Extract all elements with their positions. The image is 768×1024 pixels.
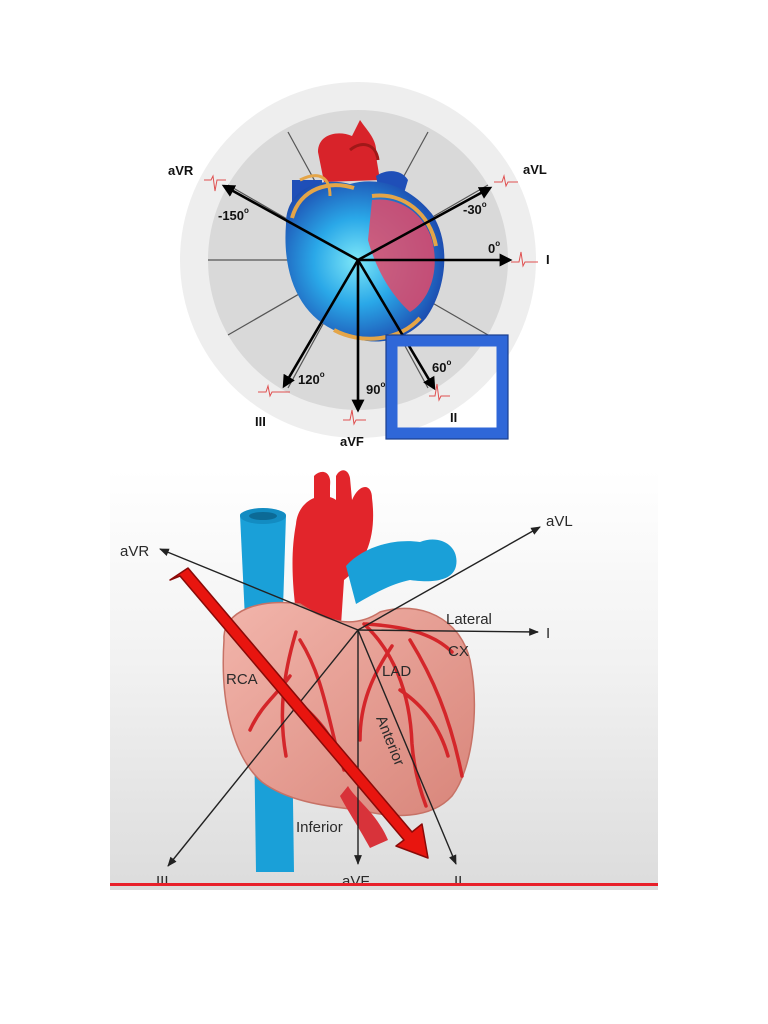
vector-avl xyxy=(357,186,493,262)
heart-illustration-top xyxy=(285,120,445,342)
bottom-anatomical-diagram: Lateral CX RCA LAD Anterior Inferior aVR… xyxy=(110,470,658,890)
ecg-ii xyxy=(429,383,450,402)
ecg-iii xyxy=(258,384,290,398)
bottom-lead-label-avl: aVL xyxy=(546,513,573,530)
vector-avr xyxy=(221,184,359,262)
axis-avl xyxy=(357,526,541,631)
region-label-rca: RCA xyxy=(226,671,258,688)
bottom-red-baseline xyxy=(110,883,658,886)
lead-vectors xyxy=(221,184,513,413)
region-label-inferior: Inferior xyxy=(296,819,343,836)
great-vessels xyxy=(240,470,457,872)
lead-label-avf: aVF xyxy=(340,434,364,449)
axis-ii xyxy=(357,629,457,865)
lead-ii-highlight-box xyxy=(386,335,508,439)
lead-label-ii: II xyxy=(450,410,457,425)
lead-label-avl: aVL xyxy=(523,162,547,177)
lead-label-iii: III xyxy=(255,414,266,429)
angle-label-avr: -150o xyxy=(218,206,249,223)
angle-label-ii: 60o xyxy=(432,358,451,375)
bottom-lead-label-avf: aVF xyxy=(342,873,370,890)
ecg-avr xyxy=(204,174,226,192)
vector-ii xyxy=(356,259,436,391)
ecg-avf xyxy=(343,409,366,426)
ecg-avl xyxy=(494,174,518,188)
top-hexaxial-diagram: aVR aVL I II III aVF -150o -30o 0o 60o 9… xyxy=(168,82,550,449)
lead-label-i: I xyxy=(546,252,550,267)
lower-vessel xyxy=(340,786,388,848)
axis-iii xyxy=(167,629,359,867)
region-label-lad: LAD xyxy=(382,663,411,680)
angle-label-i: 0o xyxy=(488,239,500,256)
axis-i xyxy=(357,627,539,636)
mean-axis-arrow xyxy=(169,567,429,859)
vector-iii xyxy=(282,259,360,389)
region-label-lateral: Lateral xyxy=(446,611,492,628)
bottom-lead-label-ii: II xyxy=(454,873,462,890)
bottom-lead-label-i: I xyxy=(546,625,550,642)
region-label-cx: CX xyxy=(448,643,469,660)
ecg-complexes xyxy=(204,174,538,426)
angle-label-avf: 90o xyxy=(366,380,385,397)
bottom-lead-label-avr: aVR xyxy=(120,543,149,560)
bottom-lead-axes xyxy=(159,526,541,867)
ecg-i xyxy=(511,251,538,268)
lead-label-avr: aVR xyxy=(168,163,194,178)
angle-label-iii: 120o xyxy=(298,370,325,387)
axis-avr xyxy=(159,548,359,631)
bottom-lead-label-iii: III xyxy=(156,873,169,890)
angle-label-avl: -30o xyxy=(463,200,487,217)
